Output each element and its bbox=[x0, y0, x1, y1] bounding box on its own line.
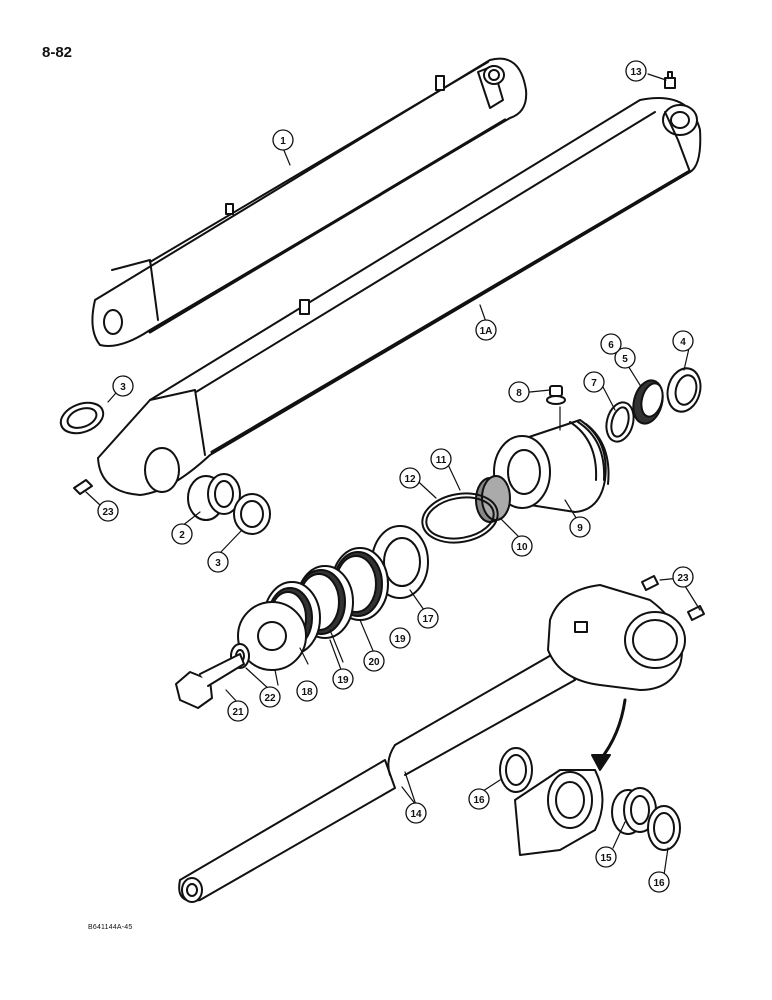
callout-12: 12 bbox=[399, 467, 421, 489]
svg-text:17: 17 bbox=[422, 614, 434, 625]
callout-10: 10 bbox=[511, 535, 533, 557]
svg-text:1A: 1A bbox=[480, 326, 493, 337]
callout-9: 9 bbox=[569, 516, 591, 538]
callout-16b: 16 bbox=[648, 871, 670, 893]
svg-text:16: 16 bbox=[653, 878, 665, 889]
svg-text:3: 3 bbox=[120, 382, 126, 393]
rod-eye-detail bbox=[499, 698, 681, 856]
rod-eye bbox=[547, 584, 686, 691]
bushing-2 bbox=[187, 473, 241, 521]
wiper-4 bbox=[666, 367, 702, 413]
callout-19a: 19 bbox=[389, 627, 411, 649]
callout-5: 5 bbox=[614, 347, 636, 369]
svg-text:12: 12 bbox=[404, 474, 416, 485]
callout-8: 8 bbox=[508, 381, 530, 403]
svg-text:6: 6 bbox=[608, 340, 614, 351]
svg-text:18: 18 bbox=[301, 687, 313, 698]
seal-5-6 bbox=[632, 379, 664, 425]
bolt-21 bbox=[175, 653, 245, 709]
callouts: 1 1A 2 3 3 4 5 6 7 8 9 10 11 12 13 14 15… bbox=[97, 60, 694, 893]
callout-21: 21 bbox=[227, 700, 249, 722]
svg-text:20: 20 bbox=[368, 657, 380, 668]
callout-11: 11 bbox=[430, 448, 452, 470]
ring-7 bbox=[605, 401, 635, 443]
svg-text:23: 23 bbox=[677, 573, 689, 584]
grease-fitting-23-left bbox=[73, 479, 93, 495]
svg-text:14: 14 bbox=[410, 809, 422, 820]
svg-text:1: 1 bbox=[280, 136, 286, 147]
svg-text:23: 23 bbox=[102, 507, 114, 518]
callout-19b: 19 bbox=[332, 668, 354, 690]
page-number: 8-82 bbox=[42, 44, 73, 61]
grease-fitting-13 bbox=[664, 71, 676, 89]
rings-11-12 bbox=[421, 492, 499, 544]
svg-text:9: 9 bbox=[577, 523, 583, 534]
callout-22: 22 bbox=[259, 686, 281, 708]
svg-text:10: 10 bbox=[516, 542, 528, 553]
callout-16a: 16 bbox=[468, 788, 490, 810]
callout-1a: 1A bbox=[475, 319, 497, 341]
callout-20: 20 bbox=[363, 650, 385, 672]
svg-text:2: 2 bbox=[179, 530, 185, 541]
svg-text:22: 22 bbox=[264, 693, 276, 704]
figure-id: B641144A-45 bbox=[88, 924, 133, 931]
svg-text:3: 3 bbox=[215, 558, 221, 569]
callout-15: 15 bbox=[595, 846, 617, 868]
callout-13: 13 bbox=[625, 60, 647, 82]
seal-3-lower bbox=[233, 493, 271, 535]
seal-3-upper bbox=[59, 401, 105, 435]
callout-23a: 23 bbox=[97, 500, 119, 522]
cylinder-barrel-1a bbox=[97, 97, 702, 496]
svg-text:16: 16 bbox=[473, 795, 485, 806]
callout-2: 2 bbox=[171, 523, 193, 545]
svg-text:19: 19 bbox=[394, 634, 406, 645]
cylinder-barrel-1 bbox=[91, 57, 528, 347]
callout-6: 6 bbox=[600, 333, 622, 355]
svg-text:13: 13 bbox=[630, 67, 642, 78]
svg-text:5: 5 bbox=[622, 354, 628, 365]
callout-1: 1 bbox=[272, 129, 294, 151]
svg-text:8: 8 bbox=[516, 388, 522, 399]
callout-17: 17 bbox=[417, 607, 439, 629]
piston-rod-14 bbox=[178, 649, 576, 903]
callout-3b: 3 bbox=[207, 551, 229, 573]
svg-text:21: 21 bbox=[232, 707, 244, 718]
piston-assembly bbox=[237, 525, 429, 671]
svg-text:15: 15 bbox=[600, 853, 612, 864]
svg-text:7: 7 bbox=[591, 378, 597, 389]
plug-8 bbox=[549, 385, 563, 397]
callout-3a: 3 bbox=[112, 375, 134, 397]
callout-18: 18 bbox=[296, 680, 318, 702]
callout-23b: 23 bbox=[672, 566, 694, 588]
leader-lines bbox=[85, 73, 701, 876]
callout-14: 14 bbox=[405, 802, 427, 824]
callout-7: 7 bbox=[583, 371, 605, 393]
cylinder-head-9 bbox=[493, 395, 610, 513]
svg-text:19: 19 bbox=[337, 675, 349, 686]
svg-text:4: 4 bbox=[680, 337, 686, 348]
svg-text:11: 11 bbox=[436, 455, 447, 466]
callout-4: 4 bbox=[672, 330, 694, 352]
